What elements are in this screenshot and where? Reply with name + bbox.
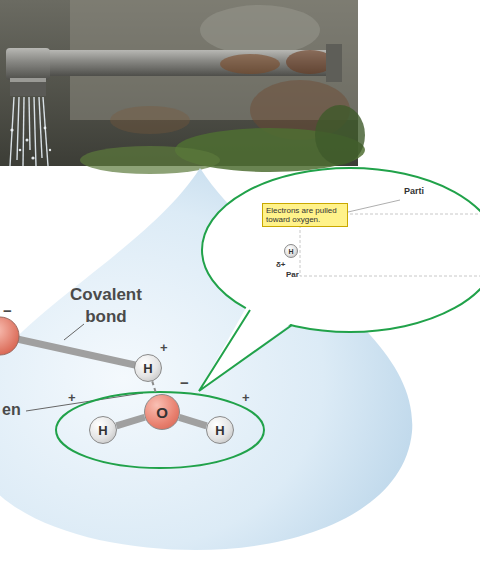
- callout-bubble: [199, 168, 480, 391]
- charge-sign: +: [160, 340, 168, 355]
- part-label: Parti: [404, 186, 424, 196]
- tap-photo: [0, 0, 365, 174]
- leader-line: [26, 393, 143, 411]
- charge-sign: δ+: [276, 260, 286, 269]
- hydrogen-atom: H: [206, 416, 234, 444]
- part-label: en: [2, 401, 21, 419]
- hydrogen-atom: H: [89, 416, 117, 444]
- note-text: Electrons are pulled toward oxygen.: [266, 206, 344, 224]
- hydrogen-atom: H: [134, 354, 162, 382]
- leader-line: [64, 324, 84, 340]
- atom-symbol: O: [156, 404, 168, 421]
- part-label: Par: [286, 270, 299, 279]
- covalent-bond: [116, 417, 144, 426]
- charge-sign: −: [180, 374, 189, 391]
- oxygen-atom: [0, 317, 19, 355]
- hydrogen-atom: H: [284, 244, 298, 258]
- covalent-bond: [8, 337, 135, 365]
- atom-symbol: H: [215, 423, 224, 438]
- charge-sign: +: [68, 390, 76, 405]
- charge-sign: −: [3, 302, 12, 319]
- highlight-circle: [56, 392, 264, 468]
- atom-symbol: H: [98, 423, 107, 438]
- part-label: Covalent bond: [50, 284, 162, 328]
- covalent-bond: [179, 417, 206, 426]
- hydrogen-bond: [152, 381, 156, 395]
- atom-symbol: H: [143, 361, 152, 376]
- oxygen-atom: O: [144, 394, 180, 430]
- charge-sign: +: [242, 390, 250, 405]
- atom-symbol: H: [288, 248, 293, 255]
- note-box: Electrons are pulled toward oxygen.: [262, 203, 348, 227]
